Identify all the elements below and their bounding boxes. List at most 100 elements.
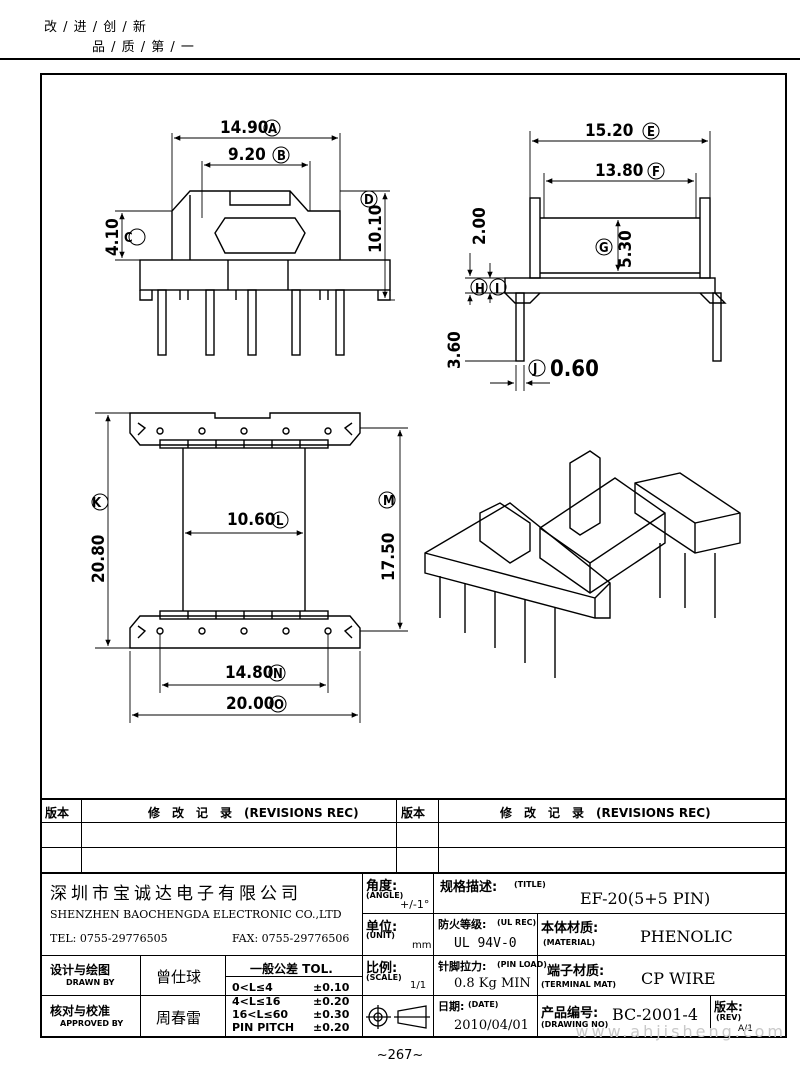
- dim-l-value: 10.60: [227, 510, 275, 530]
- fire-rating-label: 防火等级:: [438, 918, 487, 931]
- revision-record-left: 修 改 记 录 (REVISIONS REC): [148, 806, 359, 820]
- title-label: 规格描述:: [440, 880, 498, 895]
- date-label-en: (DATE): [468, 1000, 499, 1009]
- terminal-value: CP WIRE: [641, 969, 716, 988]
- title-label-en: (TITLE): [514, 880, 546, 889]
- dim-h-letter: H: [475, 282, 485, 297]
- dim-d-value: 10.10: [366, 205, 386, 253]
- scale-label-en: (SCALE): [366, 973, 402, 982]
- dim-j-letter: J: [532, 362, 537, 377]
- dim-b-value: 9.20: [228, 145, 266, 165]
- fire-rating-label-en: (UL REC): [497, 918, 537, 927]
- unit-label-en: (UNIT): [366, 931, 395, 940]
- drawn-by-label-en: DRAWN BY: [66, 978, 115, 987]
- pin-load-value: 0.8 Kg MIN: [454, 976, 531, 991]
- front-dimensions: [115, 133, 395, 301]
- angle-label: 角度:: [366, 879, 398, 894]
- scale-value: 1/1: [410, 980, 427, 991]
- revision-column-left: 版本: [45, 806, 70, 820]
- tolerance-range-2: 4<L≤16: [232, 995, 281, 1008]
- drawing-frame: [40, 73, 787, 1038]
- unit-label: 单位:: [366, 920, 398, 935]
- watermark: www.ahjisheng.com: [575, 1022, 786, 1041]
- tolerance-range-1: 0<L≤4: [232, 981, 273, 994]
- rev-value: A/1: [738, 1024, 753, 1034]
- dim-e-value: 15.20: [585, 121, 633, 141]
- drawn-by-value: 曾仕球: [156, 968, 202, 986]
- terminal-label: 端子材质:: [547, 964, 605, 979]
- dim-h-top-value: 2.00: [470, 207, 490, 245]
- tolerance-range-3: 16<L≤60: [232, 1008, 289, 1021]
- dim-g-value: 5.30: [616, 230, 636, 268]
- dim-f-value: 13.80: [595, 161, 643, 181]
- dim-m-letter: M: [383, 494, 395, 509]
- material-label: 本体材质:: [541, 921, 599, 936]
- dim-n-value: 14.80: [225, 663, 273, 683]
- tolerance-title: 一般公差 TOL.: [250, 962, 333, 976]
- dim-o-value: 20.00: [226, 694, 274, 714]
- material-label-en: (MATERIAL): [543, 938, 596, 947]
- projection-symbol-icon: [366, 1005, 430, 1029]
- dim-j-value: 0.60: [550, 357, 599, 382]
- fire-rating-value: UL 94V-0: [454, 936, 517, 951]
- top-view: [129, 412, 361, 649]
- header-rule: [0, 58, 800, 60]
- angle-label-en: (ANGLE): [366, 891, 404, 900]
- revisions-row-rule-2: [40, 847, 787, 848]
- company-name-cn: 深圳市宝诚达电子有限公司: [50, 884, 302, 904]
- tolerance-value-1: ±0.10: [313, 981, 350, 994]
- pin-load-label: 针脚拉力:: [438, 960, 487, 973]
- drawing-no-label: 产品编号:: [541, 1006, 599, 1021]
- revision-record-right: 修 改 记 录 (REVISIONS REC): [500, 806, 711, 820]
- approved-by-value: 周春雷: [156, 1009, 202, 1027]
- dim-k-letter: K: [92, 496, 102, 511]
- company-tel: TEL: 0755-29776505: [50, 932, 168, 945]
- angle-value: +/-1°: [400, 898, 430, 911]
- dim-k-value: 20.80: [89, 535, 109, 583]
- dim-g-letter: G: [599, 241, 609, 256]
- tolerance-value-2: ±0.20: [313, 995, 350, 1008]
- page-number: ~267~: [376, 1048, 424, 1063]
- date-label: 日期:: [438, 1000, 465, 1013]
- dim-m-value: 17.50: [379, 533, 399, 581]
- drawing-no-label-en: (DRAWING NO): [541, 1020, 609, 1029]
- dim-e-letter: E: [647, 125, 655, 140]
- dim-a-value: 14.90: [220, 118, 268, 138]
- rev-label: 版本:: [714, 1000, 743, 1014]
- tolerance-range-4: PIN PITCH: [232, 1021, 295, 1034]
- material-value: PHENOLIC: [640, 927, 733, 946]
- top-dimensions: [95, 412, 408, 723]
- dim-f-letter: F: [652, 165, 660, 180]
- dim-c-value: 4.10: [103, 218, 123, 256]
- title-value: EF-20(5+5 PIN): [580, 889, 711, 908]
- side-dimensions: [465, 131, 711, 391]
- revisions-bottom-rule: [40, 872, 787, 874]
- revisions-row-rule-1: [40, 822, 787, 823]
- drawing-no-value: BC-2001-4: [612, 1005, 699, 1024]
- technical-drawing: 14.90 A 9.20 B 4.10 C 10.10 D 15.20 E 13…: [89, 118, 741, 723]
- terminal-label-en: (TERMINAL MAT): [541, 980, 617, 989]
- approved-by-label: 核对与校准: [50, 1004, 111, 1018]
- pin-load-label-en: (PIN LOAD): [497, 960, 547, 969]
- dim-n-letter: N: [273, 667, 283, 682]
- scale-label: 比例:: [366, 961, 398, 976]
- revisions-top-rule: [40, 798, 787, 800]
- tolerance-value-4: ±0.20: [313, 1021, 350, 1034]
- date-value: 2010/04/01: [454, 1018, 529, 1033]
- dim-a-letter: A: [268, 122, 277, 137]
- revision-column-right: 版本: [401, 806, 426, 820]
- front-view: [139, 190, 391, 356]
- rev-label-en: (REV): [716, 1013, 742, 1022]
- company-name-en: SHENZHEN BAOCHENGDA ELECTRONIC CO.,LTD: [50, 908, 342, 921]
- slogan-line-1: 改 / 进 / 创 / 新: [44, 20, 147, 35]
- unit-value: mm: [412, 940, 432, 951]
- company-fax: FAX: 0755-29776506: [232, 932, 350, 945]
- drawn-by-label: 设计与绘图: [50, 963, 111, 977]
- isometric-view: [424, 450, 741, 678]
- slogan-line-2: 品 / 质 / 第 / 一: [92, 40, 195, 55]
- side-view: [504, 197, 727, 362]
- dim-o-letter: O: [274, 698, 284, 713]
- dim-pin-length-value: 3.60: [445, 331, 465, 369]
- dim-l-letter: L: [276, 514, 284, 529]
- dim-b-letter: B: [277, 149, 286, 164]
